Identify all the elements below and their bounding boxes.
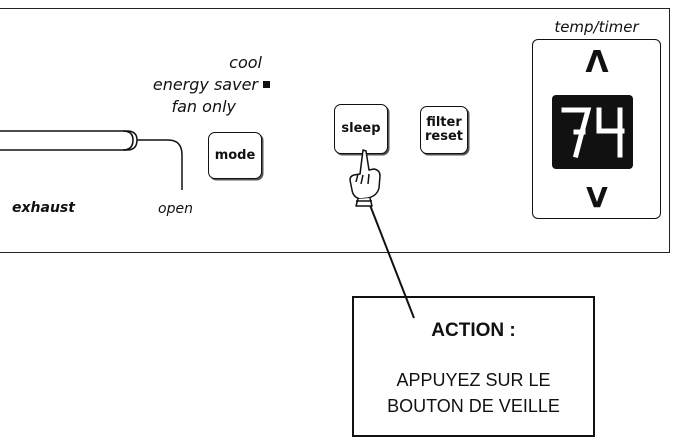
digit-four bbox=[596, 107, 625, 158]
sleep-button-label: sleep bbox=[341, 121, 381, 136]
pointing-hand-icon bbox=[349, 149, 381, 207]
callout-line-2: BOUTON DE VEILLE bbox=[387, 396, 560, 416]
mode-option-cool: cool bbox=[229, 53, 262, 72]
temp-down-button[interactable]: V bbox=[586, 181, 608, 214]
exhaust-label: exhaust bbox=[12, 200, 75, 216]
mode-option-fan-only: fan only bbox=[171, 97, 236, 116]
mode-button[interactable]: mode bbox=[208, 132, 262, 179]
callout-leader-line bbox=[367, 199, 415, 319]
temp-timer-panel bbox=[532, 39, 661, 219]
energy-saver-label: energy saver bbox=[152, 75, 258, 94]
temp-timer-label: temp/timer bbox=[554, 18, 639, 36]
filter-reset-label-line1: filter bbox=[426, 115, 462, 130]
digit-seven bbox=[561, 107, 592, 159]
filter-reset-label-line2: reset bbox=[425, 129, 463, 144]
temperature-display: 74 bbox=[552, 95, 633, 169]
callout-title: ACTION : bbox=[431, 320, 516, 341]
mode-button-label: mode bbox=[214, 147, 256, 163]
sleep-button[interactable]: sleep bbox=[334, 104, 388, 154]
open-label: open bbox=[158, 201, 193, 217]
vent-lever-icon bbox=[0, 130, 183, 190]
indicator-light-icon bbox=[263, 81, 270, 88]
seven-segment-digits bbox=[561, 107, 625, 159]
mode-option-energy-saver: energy saver bbox=[120, 75, 270, 95]
action-callout: ACTION : APPUYEZ SUR LE BOUTON DE VEILLE bbox=[352, 296, 595, 437]
temp-up-button[interactable]: Λ bbox=[585, 45, 609, 80]
filter-reset-button[interactable]: filter reset bbox=[420, 106, 468, 154]
callout-line-1: APPUYEZ SUR LE bbox=[396, 370, 551, 390]
